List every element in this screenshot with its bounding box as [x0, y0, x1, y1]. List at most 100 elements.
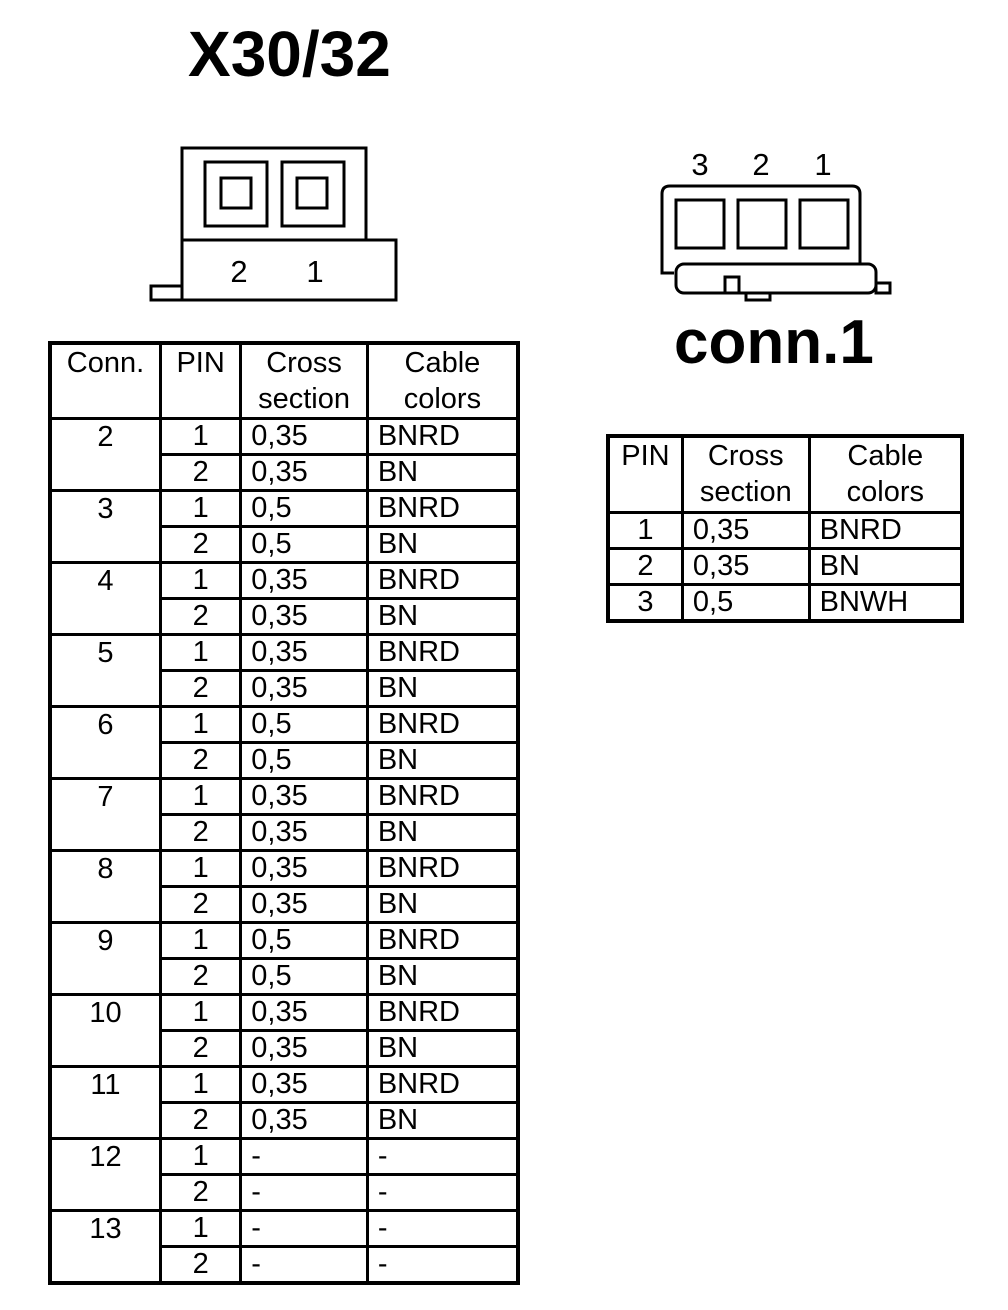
- pin-number: 2: [158, 453, 243, 492]
- conn-number: 7: [48, 777, 162, 852]
- cable-color: BNWH: [807, 582, 964, 622]
- cross-section: -: [239, 1209, 369, 1248]
- pin-number: 2: [158, 957, 243, 996]
- pin-number: 2: [158, 1101, 243, 1140]
- cross-section: 0,35: [239, 885, 369, 924]
- conn1-socket-1: [798, 198, 850, 250]
- x30-socket-2: [203, 160, 269, 228]
- cross-section: 0,35: [239, 633, 369, 672]
- cable-color: BN: [365, 453, 520, 492]
- pin-number: 2: [158, 885, 243, 924]
- conn1-latch-tab: [723, 275, 741, 295]
- pin-number: 2: [158, 1029, 243, 1068]
- cross-section: 0,35: [239, 1101, 369, 1140]
- cross-section: 0,5: [680, 582, 811, 622]
- cable-color: BNRD: [365, 993, 520, 1032]
- pin-number: 1: [158, 777, 243, 816]
- cross-section: 0,35: [680, 546, 811, 586]
- pin-number: 2: [158, 597, 243, 636]
- cross-section: 0,35: [680, 510, 811, 550]
- x30-title: X30/32: [188, 18, 391, 90]
- conn1-pin-label-2: 2: [752, 147, 769, 182]
- x30-socket-1: [280, 160, 346, 228]
- cable-color: -: [365, 1137, 520, 1176]
- x30-pin-label-2: 2: [230, 254, 247, 289]
- cable-color: BNRD: [365, 921, 520, 960]
- cable-color: BN: [365, 885, 520, 924]
- cable-color: BNRD: [807, 510, 964, 550]
- cross-section: 0,35: [239, 993, 369, 1032]
- cable-color: BN: [365, 669, 520, 708]
- conn-number: 6: [48, 705, 162, 780]
- pin-number: 1: [158, 489, 243, 528]
- cable-color: BN: [365, 957, 520, 996]
- cable-color: BNRD: [365, 633, 520, 672]
- cable-color: BN: [365, 1101, 520, 1140]
- cable-color: BNRD: [365, 705, 520, 744]
- pin-number: 2: [158, 669, 243, 708]
- cable-color: BN: [365, 525, 520, 564]
- conn-number: 5: [48, 633, 162, 708]
- cross-section: 0,5: [239, 705, 369, 744]
- conn-number: 9: [48, 921, 162, 996]
- pin-number: 1: [606, 510, 684, 550]
- conn-number: 3: [48, 489, 162, 564]
- pin-number: 2: [158, 813, 243, 852]
- pin-number: 1: [158, 849, 243, 888]
- conn-number: 13: [48, 1209, 162, 1285]
- x30-housing-base: [180, 238, 398, 302]
- cable-color: BNRD: [365, 417, 520, 456]
- x30-latch: [149, 284, 184, 302]
- conn1-title: conn.1: [674, 308, 874, 377]
- conn1-socket-3: [674, 198, 726, 250]
- pin-number: 1: [158, 1065, 243, 1104]
- header-pin: PIN: [158, 341, 243, 420]
- cross-section: 0,5: [239, 489, 369, 528]
- pin-number: 3: [606, 582, 684, 622]
- connector-drawings: 2 1 3 2 1: [149, 146, 892, 302]
- pin-number: 2: [158, 525, 243, 564]
- cable-color: BN: [365, 741, 520, 780]
- cable-color: BN: [365, 1029, 520, 1068]
- conn-number: 2: [48, 417, 162, 492]
- cross-section: 0,35: [239, 417, 369, 456]
- pin-number: 1: [158, 417, 243, 456]
- pin-number: 2: [158, 1173, 243, 1212]
- cable-color: -: [365, 1245, 520, 1285]
- cross-section: 0,35: [239, 597, 369, 636]
- cross-section: 0,5: [239, 921, 369, 960]
- cable-color: BNRD: [365, 849, 520, 888]
- conn-number: 8: [48, 849, 162, 924]
- cross-section: 0,35: [239, 849, 369, 888]
- x30-pin-label-1: 1: [306, 254, 323, 289]
- pin-number: 1: [158, 921, 243, 960]
- conn1-pin-label-3: 3: [691, 147, 708, 182]
- cable-color: BNRD: [365, 561, 520, 600]
- conn-number: 12: [48, 1137, 162, 1212]
- pin-number: 1: [158, 633, 243, 672]
- cross-section: -: [239, 1137, 369, 1176]
- pin-number: 2: [158, 1245, 243, 1285]
- cross-section: 0,35: [239, 813, 369, 852]
